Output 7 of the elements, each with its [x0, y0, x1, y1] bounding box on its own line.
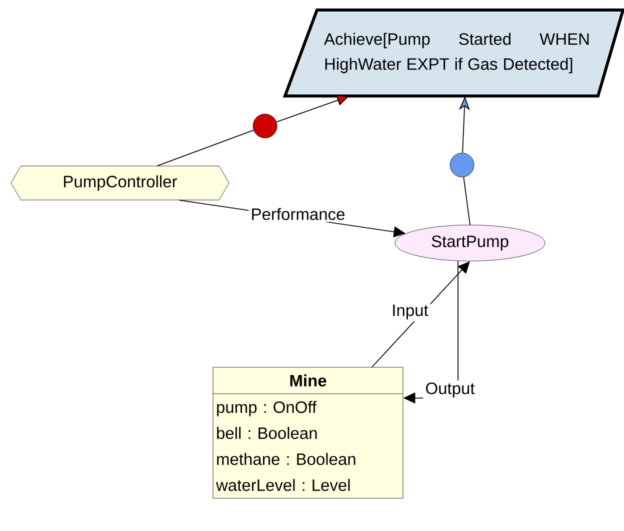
edge-label: Performance	[248, 206, 348, 222]
agent-hexagon: PumpController	[10, 166, 230, 200]
class-box: Mine pump : OnOff bell : Boolean methane : Boolean waterLevel : Level	[212, 367, 404, 498]
edge-label: Output	[423, 380, 477, 400]
edge-label: Input	[390, 302, 430, 322]
circle-marker	[252, 114, 278, 138]
circle-marker	[450, 152, 474, 178]
